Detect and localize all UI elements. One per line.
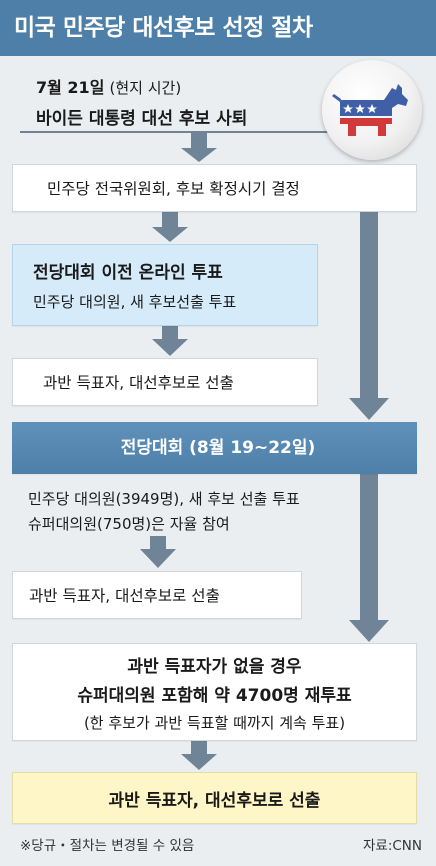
step-heading: 슈퍼대의원 포함해 약 4700명 재투표 — [77, 685, 352, 706]
donkey-icon — [332, 84, 408, 136]
step-candidate-withdrawal: 7월 21일 (현지 시간) 바이든 대통령 대선 후보 사퇴 — [20, 66, 320, 136]
down-arrow-icon — [152, 227, 188, 242]
footnote: ※당규・절차는 변경될 수 있음 — [20, 838, 195, 854]
step-text: (한 후보가 과반 득표할 때까지 계속 투표) — [83, 713, 346, 732]
step-final-nominee: 과반 득표자, 대선후보로 선출 — [12, 772, 417, 824]
page-title: 미국 민주당 대선후보 선정 절차 — [0, 0, 436, 56]
divider — [20, 131, 332, 133]
down-arrow-icon — [140, 549, 176, 568]
step-date: 7월 21일 — [36, 77, 105, 97]
step-majority-nominee-2: 과반 득표자, 대선후보로 선출 — [12, 571, 302, 619]
step-text: 민주당 대의원(3949명), 새 후보 선출 투표 — [28, 490, 300, 508]
step-heading: 과반 득표자가 없을 경우 — [127, 656, 302, 677]
flowchart: 7월 21일 (현지 시간) 바이든 대통령 대선 후보 사퇴 민주당 전국위원… — [0, 56, 436, 866]
step-text: 민주당 대의원, 새 후보선출 투표 — [33, 293, 237, 311]
step-text: 과반 득표자, 대선후보로 선출 — [29, 587, 220, 605]
step-majority-nominee-1: 과반 득표자, 대선후보로 선출 — [12, 358, 318, 406]
step-convention: 전당대회 (8월 19~22일) — [120, 438, 316, 458]
arrow-shaft — [191, 133, 207, 149]
step-dnc-decision: 민주당 전국위원회, 후보 확정시기 결정 — [12, 164, 417, 212]
step-delegate-vote: 민주당 대의원(3949명), 새 후보 선출 투표 슈퍼대의원(750명)은 … — [28, 476, 368, 546]
step-text: 바이든 대통령 대선 후보 사퇴 — [36, 108, 248, 129]
flow-arrows — [140, 133, 389, 770]
down-arrow-icon — [181, 754, 217, 770]
step-text: 슈퍼대의원(750명)은 자율 참여 — [28, 515, 230, 533]
step-heading: 전당대회 이전 온라인 투표 — [33, 263, 223, 283]
bypass-arrow-shaft — [360, 212, 378, 400]
source-credit: 자료:CNN — [362, 838, 422, 854]
step-virtual-roll-call: 전당대회 이전 온라인 투표 민주당 대의원, 새 후보선출 투표 — [12, 244, 318, 326]
down-arrow-icon — [152, 339, 188, 356]
bypass-arrow-shaft — [360, 474, 378, 622]
step-date-note: (현지 시간) — [109, 78, 182, 97]
step-convention-bar — [12, 422, 417, 474]
step-text: 과반 득표자, 대선후보로 선출 — [108, 790, 321, 811]
step-text: 민주당 전국위원회, 후보 확정시기 결정 — [47, 180, 300, 198]
down-arrow-icon — [349, 620, 389, 642]
down-arrow-icon — [181, 148, 217, 162]
democratic-donkey-logo — [322, 60, 422, 160]
step-text: 과반 득표자, 대선후보로 선출 — [43, 374, 234, 392]
down-arrow-icon — [349, 398, 389, 420]
step-revote: 과반 득표자가 없을 경우 슈퍼대의원 포함해 약 4700명 재투표 (한 후… — [12, 643, 417, 741]
